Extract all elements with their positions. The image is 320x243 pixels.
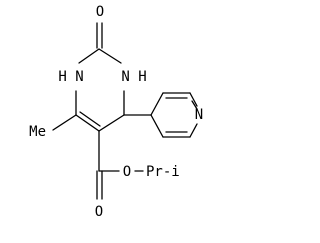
bond-c2-n3 (98, 48, 122, 64)
bond-py-n-c6 (189, 123, 198, 138)
ester-carbonyl-oxygen-label: O (95, 204, 103, 220)
bond-py-c5-c4 (150, 114, 164, 138)
molecule-structure: O H N N H N Me O O Pr-i (29, 4, 203, 220)
isopropyl-label: Pr-i (146, 164, 180, 180)
bond-c6-methyl (52, 114, 77, 131)
bond-py-n-c2-inner (191, 100, 198, 110)
bond-py-c2-n (189, 92, 198, 107)
bond-py-c4-c3 (150, 92, 164, 116)
nh-left-label: H N (58, 69, 83, 85)
bond-c2-n1 (78, 48, 100, 64)
bond-c5-c4 (98, 114, 125, 132)
carbonyl-oxygen-label: O (96, 4, 104, 20)
nh-right-label: N H (121, 69, 146, 85)
pyridine-nitrogen-label: N (195, 107, 203, 123)
bond-c6-c5-double-b (79, 111, 101, 127)
bond-c6-c5-double-a (75, 114, 100, 132)
ester-oxygen-label: O (123, 164, 131, 180)
methyl-label: Me (29, 124, 46, 140)
